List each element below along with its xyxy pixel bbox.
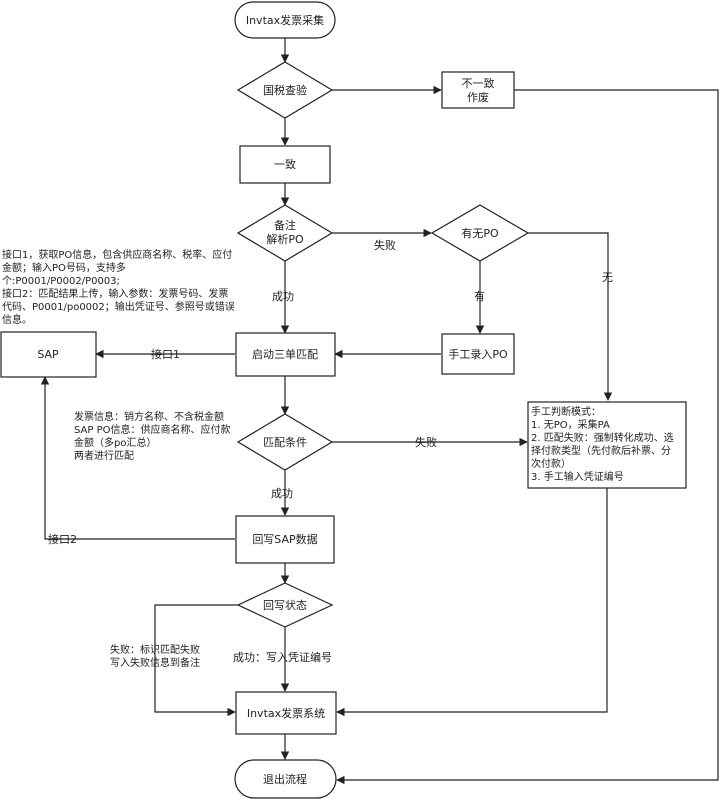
node-tax-check-label: 国税查验 bbox=[263, 83, 307, 97]
node-start-label: Invtax发票采集 bbox=[246, 13, 324, 27]
node-write-back: 回写SAP数据 bbox=[235, 515, 335, 564]
edge-label-success-writeback: 成功：写入凭证编号 bbox=[233, 650, 332, 664]
node-parse-po-line-1: 备注 bbox=[274, 218, 296, 232]
node-invtax-system: Invtax发票系统 bbox=[235, 691, 337, 735]
node-sap: SAP bbox=[0, 331, 97, 378]
node-tax-check: 国税查验 bbox=[236, 61, 334, 119]
edge-labels: 失败 无 有 成功 接口1 失败 成功 接口2 成功：写入凭证编号 失败：标识匹… bbox=[48, 238, 613, 669]
api-note-line-1: 接口1，获取PO信息，包含供应商名称、税率、应付 bbox=[2, 248, 232, 261]
node-consistent-label: 一致 bbox=[274, 157, 296, 171]
node-exit-label: 退出流程 bbox=[263, 772, 307, 786]
node-three-way-match-label: 启动三单匹配 bbox=[252, 348, 318, 361]
node-write-status: 回写状态 bbox=[236, 582, 334, 628]
api-note-line-6: 信息。 bbox=[2, 313, 32, 326]
edge-label-fail-writeback-line-2: 写入失败信息到备注 bbox=[110, 656, 200, 669]
api-note-line-3: 个:P0001/P0002/P0003; bbox=[2, 275, 120, 287]
node-void: 不一致 作废 bbox=[441, 71, 515, 109]
node-parse-po: 备注 解析PO bbox=[236, 204, 334, 262]
node-manual-mode-line-3: 2. 匹配失败：强制转化成功、选 bbox=[531, 431, 674, 444]
node-manual-po-label: 手工录入PO bbox=[448, 347, 508, 361]
edge-label-fail-writeback-line-1: 失败：标识匹配失败 bbox=[110, 643, 200, 656]
node-manual-mode: 手工判断模式： 1. 无PO，采集PA 2. 匹配失败：强制转化成功、选 择付款… bbox=[527, 401, 687, 489]
node-manual-mode-line-4: 择付款类型（先付款后补票、分 bbox=[531, 444, 671, 457]
node-void-line-2: 作废 bbox=[467, 90, 489, 104]
node-match-condition: 匹配条件 bbox=[236, 413, 334, 471]
match-note-line-3: 金额（多po汇总） bbox=[74, 436, 156, 449]
node-exit: 退出流程 bbox=[234, 759, 337, 799]
edge-label-yes-po: 有 bbox=[474, 289, 485, 303]
edge-label-success-match: 成功 bbox=[271, 487, 293, 500]
node-write-back-label: 回写SAP数据 bbox=[252, 532, 317, 546]
edge-label-no-po: 无 bbox=[602, 271, 613, 284]
edge-label-fail-match: 失败 bbox=[415, 435, 437, 449]
edge-void-to-exit bbox=[336, 89, 719, 785]
match-note: 发票信息：销方名称、不含税金额 SAP PO信息：供应商名称、应付款 金额（多p… bbox=[74, 410, 230, 462]
edge-writestatus-fail-to-invtax bbox=[154, 604, 238, 717]
match-note-line-2: SAP PO信息：供应商名称、应付款 bbox=[74, 423, 230, 436]
node-three-way-match: 启动三单匹配 bbox=[235, 332, 336, 377]
match-note-line-1: 发票信息：销方名称、不含税金额 bbox=[74, 410, 224, 423]
node-parse-po-line-2: 解析PO bbox=[266, 232, 304, 246]
node-write-status-label: 回写状态 bbox=[263, 598, 307, 612]
api-note: 接口1，获取PO信息，包含供应商名称、税率、应付 金额；输入PO号码，支持多 个… bbox=[2, 248, 235, 326]
node-sap-label: SAP bbox=[37, 348, 59, 361]
node-has-po-label: 有无PO bbox=[461, 226, 499, 240]
edge-label-api2: 接口2 bbox=[48, 533, 77, 546]
node-invtax-system-label: Invtax发票系统 bbox=[247, 706, 325, 720]
api-note-line-2: 金额；输入PO号码，支持多 bbox=[2, 261, 126, 274]
node-void-line-1: 不一致 bbox=[462, 76, 495, 90]
edge-manualmode-to-invtax bbox=[336, 488, 608, 717]
edge-label-api1: 接口1 bbox=[151, 348, 180, 361]
node-start: Invtax发票采集 bbox=[234, 1, 336, 39]
api-note-line-4: 接口2：匹配结果上传，输入参数：发票号码、发票 bbox=[2, 287, 228, 300]
edge-label-fail-parse: 失败 bbox=[374, 238, 396, 252]
api-note-line-5: 代码、P0001/po0002；输出凭证号、参照号或错误 bbox=[2, 300, 235, 313]
node-manual-mode-line-1: 手工判断模式： bbox=[531, 405, 601, 418]
edge-writeback-api2-to-sap bbox=[40, 376, 235, 540]
node-has-po: 有无PO bbox=[430, 204, 530, 262]
node-manual-po: 手工录入PO bbox=[441, 333, 515, 375]
node-match-condition-label: 匹配条件 bbox=[263, 435, 307, 449]
match-note-line-4: 两者进行匹配 bbox=[74, 449, 134, 462]
edges bbox=[40, 38, 719, 785]
node-consistent: 一致 bbox=[239, 145, 331, 184]
node-manual-mode-line-2: 1. 无PO，采集PA bbox=[531, 418, 610, 431]
node-manual-mode-line-5: 次付款） bbox=[531, 457, 571, 470]
edge-haspo-none-to-manualmode bbox=[528, 232, 613, 401]
edge-label-success-parse: 成功 bbox=[272, 290, 294, 303]
node-manual-mode-line-6: 3. 手工输入凭证编号 bbox=[531, 470, 624, 483]
